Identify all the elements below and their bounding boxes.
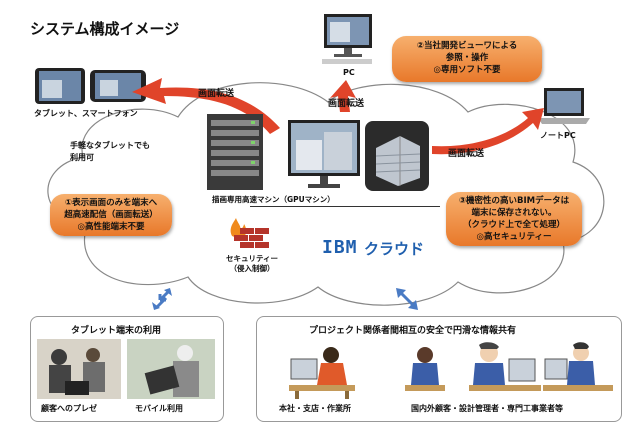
callout-security-line3: （クラウド上で全て処理） (462, 220, 565, 230)
page-title: システム構成イメージ (30, 20, 180, 38)
transfer-label-right: 画面転送 (448, 149, 485, 159)
callout-transfer-line1: ①表示画面のみを端末へ (64, 198, 158, 208)
transfer-label-top: 画面転送 (328, 99, 365, 109)
pc-label: PC (343, 68, 355, 77)
laptop-image (538, 88, 590, 124)
firewall-icon (230, 218, 269, 248)
office-worker-illustration (289, 347, 355, 399)
server-image (207, 114, 263, 190)
divider-line (250, 206, 440, 207)
share-box-title: プロジェクト関係者間相互の安全で円滑な情報共有 (309, 326, 517, 336)
tablet-label: タブレット、スマートフォン (34, 109, 138, 118)
callout-security-line2: 端末に保存されない。 (471, 208, 557, 218)
bim-building-image (365, 121, 429, 191)
cloud-label: クラウド (364, 240, 425, 258)
callout-security-line1: ③機密性の高いBIMデータは (458, 196, 570, 206)
office-caption: 本社・支店・作業所 (279, 404, 351, 413)
tablet-box-title: タブレット端末の利用 (71, 326, 162, 336)
mobile-caption: モバイル利用 (135, 404, 183, 413)
double-arrow-left-icon (152, 288, 172, 310)
tablet-smartphone-image (35, 68, 146, 104)
notepc-label: ノートPC (540, 131, 576, 140)
desktop-pc-image (322, 14, 372, 64)
callout-viewer-line3: ◎専用ソフト不要 (433, 65, 501, 75)
presentation-photo (37, 339, 121, 399)
callout-transfer-line2: 超高速配信（画面転送） (64, 210, 158, 220)
callout-security-line4: ◎高セキュリティー (476, 232, 552, 242)
tablet-use-box: タブレット端末の利用 顧客へのプレゼ モバイル利用 (30, 316, 224, 422)
callout-transfer-line3: ◎高性能端末不要 (77, 222, 145, 232)
callout-viewer: ②当社開発ビューワによる 参照・操作 ◎専用ソフト不要 (392, 36, 542, 82)
server-label: 描画専用高速マシン（GPUマシン） (212, 195, 335, 204)
monitor-image (288, 120, 360, 188)
security-label: セキュリティー （侵入制御） (226, 254, 279, 273)
callout-viewer-line1: ②当社開発ビューワによる (416, 41, 518, 51)
callout-viewer-line2: 参照・操作 (445, 53, 489, 63)
transfer-label-left: 画面転送 (198, 89, 235, 99)
ibm-logo: IBM (322, 237, 358, 258)
callout-security: ③機密性の高いBIMデータは 端末に保存されない。 （クラウド上で全て処理） ◎… (446, 192, 582, 246)
info-sharing-box: プロジェクト関係者間相互の安全で円滑な情報共有 本社・支店・作業所 国内外顧客・… (256, 316, 622, 422)
callout-transfer: ①表示画面のみを端末へ 超高速配信（画面転送） ◎高性能端末不要 (50, 194, 172, 236)
tablet-note: 手軽なタブレットでも 利用可 (70, 141, 150, 162)
mobile-use-photo (127, 339, 215, 399)
double-arrow-right-icon (396, 288, 418, 310)
stakeholders-illustration (405, 342, 613, 391)
presentation-caption: 顧客へのプレゼ (41, 404, 97, 413)
stakeholders-caption: 国内外顧客・設計管理者・専門工事業者等 (411, 404, 563, 413)
